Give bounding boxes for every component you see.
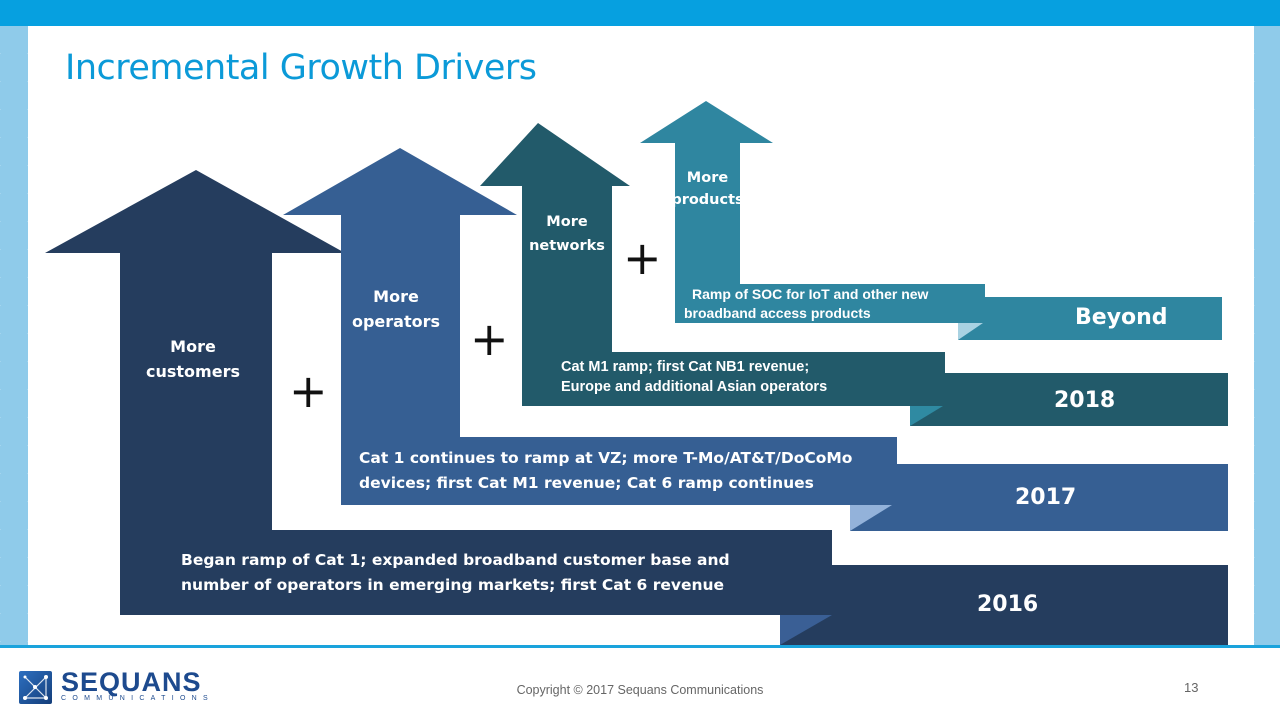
ribbon-fold-2016 bbox=[780, 615, 832, 645]
description-line: Ramp of SOC for IoT and other new bbox=[692, 286, 929, 302]
logo-name: SEQUANS bbox=[61, 667, 202, 697]
logo-mark-icon bbox=[19, 670, 52, 704]
description-line: devices; first Cat M1 revenue; Cat 6 ram… bbox=[359, 474, 814, 492]
description-2018: Cat M1 ramp; first Cat NB1 revenue; Euro… bbox=[561, 357, 827, 397]
right-pattern-border bbox=[1254, 26, 1280, 646]
network-grid-icon bbox=[23, 674, 48, 700]
label-line: customers bbox=[146, 362, 240, 381]
page-number: 13 bbox=[1184, 680, 1199, 695]
description-line: Europe and additional Asian operators bbox=[561, 379, 828, 395]
description-2016: Began ramp of Cat 1; expanded broadband … bbox=[181, 548, 730, 598]
label-line: operators bbox=[351, 312, 441, 331]
top-bar bbox=[0, 0, 1280, 26]
ribbon-fold-2017 bbox=[850, 505, 892, 531]
year-beyond: Beyond bbox=[1075, 305, 1168, 330]
plus-sign: + bbox=[289, 364, 328, 418]
plus-sign: + bbox=[470, 312, 509, 366]
description-line: Cat 1 continues to ramp at VZ; more T-Mo… bbox=[359, 449, 853, 467]
description-beyond: Ramp of SOC for IoT and other new broadb… bbox=[684, 285, 928, 323]
left-pattern-border bbox=[0, 26, 28, 646]
label-line: More bbox=[170, 337, 216, 356]
slide-title: Incremental Growth Drivers bbox=[65, 48, 537, 88]
description-line: Cat M1 ramp; first Cat NB1 revenue; bbox=[561, 359, 810, 375]
label-line: More bbox=[546, 214, 588, 230]
description-2017: Cat 1 continues to ramp at VZ; more T-Mo… bbox=[359, 446, 852, 496]
sequans-logo: SEQUANS COMMUNICATIONS bbox=[19, 667, 215, 704]
description-line: number of operators in emerging markets;… bbox=[181, 576, 725, 594]
label-line: products bbox=[671, 192, 744, 208]
description-line: Began ramp of Cat 1; expanded broadband … bbox=[181, 551, 730, 569]
label-line: networks bbox=[529, 238, 605, 254]
ribbon-fold-beyond bbox=[958, 323, 983, 340]
arrow-more-networks bbox=[480, 123, 1228, 426]
label-more-networks: More networks bbox=[522, 210, 612, 258]
plus-sign: + bbox=[623, 231, 662, 285]
label-line: More bbox=[686, 170, 729, 186]
copyright: Copyright © 2017 Sequans Communications bbox=[516, 683, 764, 697]
arrow-more-products bbox=[640, 101, 1222, 340]
year-2018: 2018 bbox=[1054, 388, 1116, 413]
label-more-customers: More customers bbox=[120, 334, 266, 384]
arrow-more-operators bbox=[283, 148, 1228, 531]
ribbon-fold-2018 bbox=[910, 406, 943, 426]
logo-subtitle: COMMUNICATIONS bbox=[61, 695, 215, 702]
year-2016: 2016 bbox=[977, 592, 1039, 617]
label-line: More bbox=[373, 287, 419, 306]
year-2017: 2017 bbox=[1015, 485, 1077, 510]
label-more-operators: More operators bbox=[341, 284, 451, 334]
footer-divider bbox=[0, 645, 1280, 648]
arrow-more-customers bbox=[45, 170, 1228, 645]
label-more-products: More products bbox=[665, 167, 750, 211]
description-line: broadband access products bbox=[684, 305, 871, 321]
